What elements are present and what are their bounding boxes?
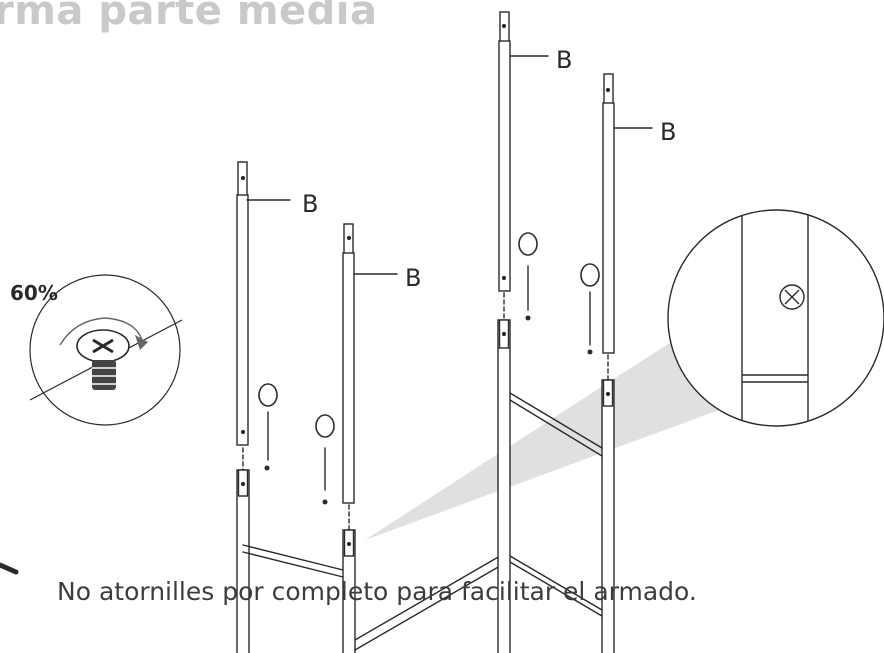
rotation-percent: 60% xyxy=(10,281,58,305)
rotation-hint: 60% xyxy=(10,274,183,426)
label-b-1: B xyxy=(302,190,318,218)
magnify-beam xyxy=(365,330,760,540)
screw-icon xyxy=(264,465,270,471)
screw-icon xyxy=(525,315,531,321)
screw-icon xyxy=(587,349,593,355)
pole-b-2 xyxy=(342,223,355,531)
magnifier-circle xyxy=(667,209,884,427)
pole-b-1 xyxy=(236,161,249,471)
label-b-3: B xyxy=(556,46,572,74)
label-b-4: B xyxy=(660,118,676,146)
label-b-2: B xyxy=(405,264,421,292)
pole-b-4 xyxy=(602,73,615,381)
section-title: rma parte media xyxy=(0,0,378,34)
instruction-caption: No atornilles por completo para facilita… xyxy=(57,577,697,606)
lower-frame xyxy=(236,319,615,653)
screws xyxy=(264,315,593,505)
screw-icon xyxy=(322,499,328,505)
rotation-arrow-icon xyxy=(59,317,143,346)
screw-icon xyxy=(76,329,130,390)
pole-b-3 xyxy=(498,11,511,321)
